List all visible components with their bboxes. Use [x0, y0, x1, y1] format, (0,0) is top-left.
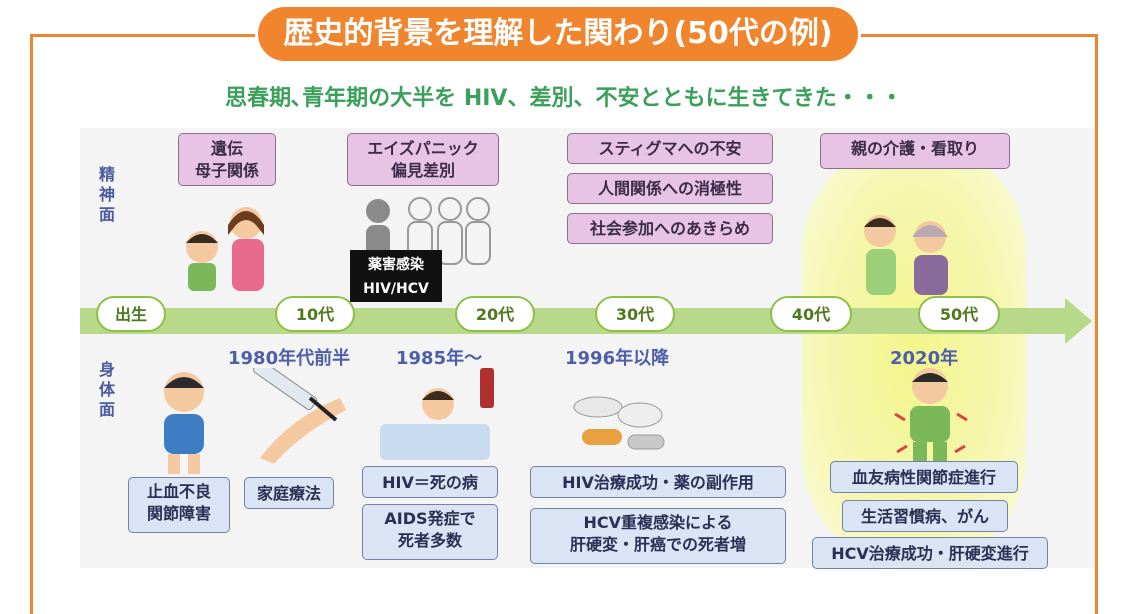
year-1985-label: 1985年～ [396, 348, 483, 369]
mental-side-label: 精神面 [98, 165, 115, 224]
lifestyle-disease-box: 生活習慣病、がん [842, 500, 1008, 532]
age-30s: 30代 [595, 296, 675, 332]
hcv-coinfection-box: HCV重複感染による 肝硬変・肝癌での死者増 [530, 508, 786, 564]
injection-illustration [252, 368, 346, 463]
year-1980s-label: 1980年代前半 [228, 348, 351, 369]
year-1996-label: 1996年以降 [565, 348, 670, 369]
page-title: 歴史的背景を理解した関わり(50代の例) [258, 7, 858, 61]
joint-disease-box: 血友病性関節症進行 [830, 461, 1018, 493]
bleeding-joint-box: 止血不良 関節障害 [128, 477, 230, 533]
age-birth: 出生 [96, 296, 166, 332]
hiv-death-disease-box: HIV＝死の病 [362, 466, 498, 498]
parent-care-box: 親の介護・看取り [820, 133, 1010, 169]
medicine-pills-illustration [573, 396, 665, 450]
subtitle: 思春期､青年期の大半を HIV、差別、不安とともに生きてきた・・・ [225, 86, 903, 111]
hiv-treatment-box: HIV治療成功・薬の副作用 [530, 466, 786, 498]
home-therapy-box: 家庭療法 [244, 477, 334, 509]
joint-pain-illustration [894, 368, 968, 462]
stigma-anxiety-box: スティグマへの不安 [567, 133, 773, 164]
relationship-passivity-box: 人間関係への消極性 [567, 173, 773, 204]
highlight-2020-glow [802, 140, 1026, 568]
year-2020-label: 2020年 [890, 348, 959, 369]
hcv-success-box: HCV治療成功・肝硬変進行 [812, 537, 1048, 569]
age-20s: 20代 [455, 296, 535, 332]
mother-child-illustration [186, 207, 264, 291]
age-40s: 40代 [770, 296, 852, 332]
hospital-patient-illustration [380, 368, 494, 460]
social-resignation-box: 社会参加へのあきらめ [567, 213, 773, 244]
physical-side-label: 身体面 [98, 360, 115, 419]
age-50s: 50代 [918, 296, 1000, 332]
age-10s: 10代 [275, 296, 355, 332]
drug-infection-label: 薬害感染 HIV/HCV [350, 250, 442, 302]
crying-child-illustration [164, 372, 204, 474]
aids-deaths-box: AIDS発症で 死者多数 [362, 504, 498, 560]
heredity-box: 遺伝 母子関係 [178, 133, 276, 186]
elderly-care-illustration [864, 215, 948, 295]
aids-panic-box: エイズパニック 偏見差別 [347, 133, 499, 186]
